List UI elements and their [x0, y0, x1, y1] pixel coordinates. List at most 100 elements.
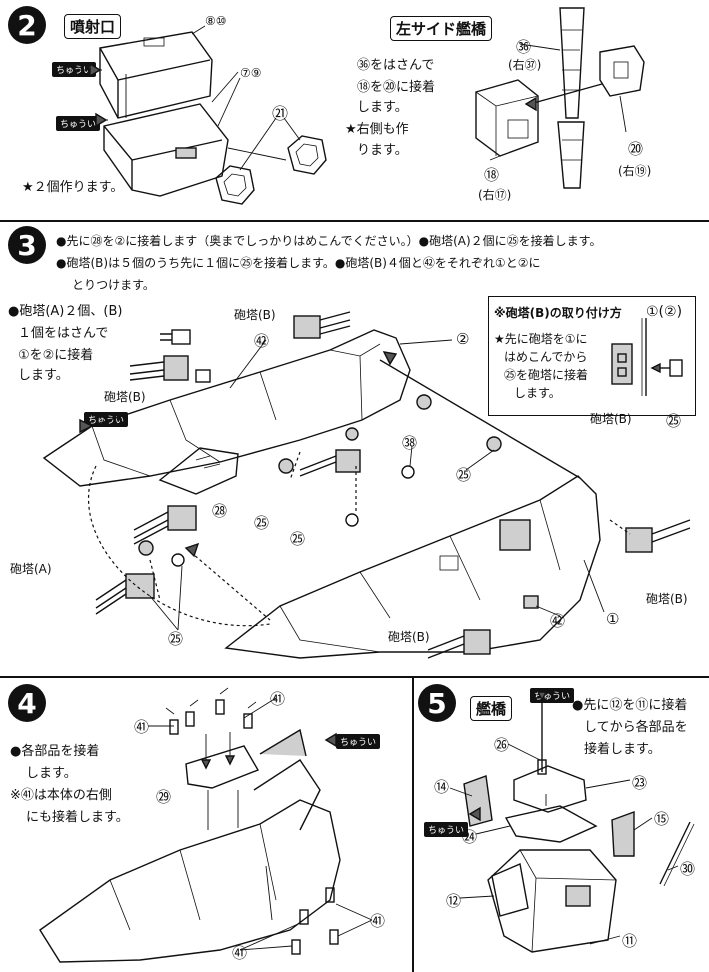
bridge-plate-24	[504, 805, 598, 843]
turret-b-stack	[160, 329, 191, 345]
divider-step4-step5	[412, 676, 414, 972]
part-label-36: ㊱	[516, 38, 532, 56]
bridge-instruction-2: ⑱を⑳に接着	[357, 80, 436, 95]
label-turret-a: 砲塔(A)	[10, 562, 52, 576]
caution-badge-step5b: ちゅうい	[424, 822, 469, 837]
main-hull-1	[224, 475, 601, 659]
hex-nozzle-2	[287, 135, 327, 175]
step4-instruction-4: にも接着します。	[26, 810, 129, 825]
left-side-bridge-title: 左サイド艦橋	[390, 16, 493, 41]
bridge-rod-30	[659, 821, 695, 887]
step3-left-note-3: ①を②に接着	[18, 348, 94, 363]
nozzle-housing-drawing	[99, 31, 213, 119]
bridge-instruction-4: ★右側も作	[345, 122, 409, 137]
label-25-bottom: ㉕	[168, 630, 184, 648]
divider-step3-step4	[0, 676, 709, 678]
part-label-right-17: (右⑰)	[478, 188, 512, 202]
inset-part-1-2: ①(②)	[646, 304, 683, 320]
step4-label-41-right: ㊶	[370, 912, 386, 930]
nozzle-note: ★２個作ります。	[22, 180, 124, 195]
step5-instruction-2: してから各部品を	[584, 720, 688, 735]
step-3-number: 3	[8, 226, 46, 264]
turret-b-right	[625, 519, 691, 553]
turret-b-mounting-inset	[488, 296, 696, 416]
nozzle-tray-drawing	[103, 103, 229, 197]
label-2: ②	[456, 330, 470, 348]
caution-badge-step2a: ちゅうい	[52, 62, 97, 77]
label-25-mid: ㉕	[254, 514, 270, 532]
step5-label-30: ㉚	[680, 860, 696, 878]
bridge-title: 艦橋	[470, 696, 513, 721]
step5-instruction-3: 接着します。	[584, 742, 661, 757]
step5-label-11: ⑪	[622, 932, 638, 950]
turret-b-bottom	[427, 629, 491, 659]
inset-text-1: ★先に砲塔を①に	[494, 332, 588, 346]
label-turret-b-bottom: 砲塔(B)	[388, 630, 430, 644]
bridge-instruction-3: します。	[357, 100, 408, 115]
part-label-right-37: (右㊲)	[508, 58, 542, 72]
bridge-bracket-20	[599, 45, 645, 97]
fin-28	[158, 447, 239, 495]
step-4-number: 4	[8, 684, 46, 722]
label-42-top: ㊷	[254, 332, 270, 350]
inset-part-25: ㉕	[666, 412, 682, 430]
step-5-number: 5	[418, 684, 456, 722]
step4-instruction-3: ※㊶は本体の右側	[10, 788, 112, 803]
step5-label-15: ⑮	[654, 810, 670, 828]
step4-instruction-2: します。	[26, 766, 77, 781]
divider-step2-step3	[0, 220, 709, 222]
bridge-fin-15	[611, 811, 635, 857]
step4-label-29: ㉙	[156, 788, 172, 806]
bridge-fin-36	[557, 7, 585, 189]
turret-b-left	[129, 355, 189, 381]
step3-left-note-2: １個をはさんで	[18, 326, 109, 341]
inset-turret-drawing	[611, 318, 683, 396]
label-38: ㊳	[402, 434, 418, 452]
part-label-right-19: (右⑲)	[618, 164, 652, 178]
caution-badge-step4: ちゅうい	[336, 734, 381, 749]
bridge-mast-26	[537, 700, 547, 775]
step3-instruction-3: とりつけます。	[72, 278, 155, 292]
step3-left-note-1: ●砲塔(A)２個、(B)	[8, 304, 123, 319]
antennas-41	[165, 687, 339, 955]
turret-b-top	[293, 311, 351, 339]
step5-label-26: ㉖	[494, 736, 510, 754]
part-label-8-10: ⑧⑩	[205, 14, 227, 28]
turret-a	[95, 573, 155, 615]
bridge-block-18	[475, 79, 539, 157]
part-label-20: ⑳	[628, 140, 644, 158]
label-1: ①	[606, 610, 620, 628]
inset-part-turret-b: 砲塔(B)	[590, 412, 632, 426]
step5-label-12: ⑫	[446, 892, 462, 910]
main-hull-2	[42, 329, 411, 487]
step5-instruction-1: ●先に⑫を⑪に接着	[572, 698, 688, 713]
part-label-18: ⑱	[484, 166, 500, 184]
label-25-right: ㉕	[456, 466, 472, 484]
step4-plate-29	[185, 745, 260, 789]
label-turret-b-right: 砲塔(B)	[646, 592, 688, 606]
step4-hull	[39, 728, 341, 963]
turret-a-upper	[133, 505, 197, 545]
nozzle-title: 噴射口	[64, 14, 122, 39]
step-2-number: 2	[8, 6, 46, 44]
step4-label-41-left: ㊶	[134, 718, 150, 736]
turret-b-center	[299, 449, 361, 477]
step3-instruction-1: ●先に㉘を②に接着します（奥までしっかりはめこんでください。）●砲塔(A)２個に…	[56, 234, 602, 248]
inset-text-2: はめこんでから	[504, 350, 588, 364]
bridge-instruction-5: ります。	[357, 143, 408, 158]
label-turret-b-left: 砲塔(B)	[104, 390, 146, 404]
bridge-roof-23	[513, 765, 587, 813]
part-label-7-9: ⑦⑨	[240, 66, 262, 80]
inset-title: ※砲塔(B)の取り付け方	[494, 306, 622, 320]
step3-left-note-4: します。	[18, 368, 69, 383]
label-turret-b-top: 砲塔(B)	[234, 308, 276, 322]
label-28: ㉘	[212, 502, 228, 520]
step5-label-14: ⑭	[434, 778, 450, 796]
bridge-side-12	[491, 863, 529, 917]
step5-label-23: ㉓	[632, 774, 648, 792]
step4-label-41-top: ㊶	[270, 690, 286, 708]
bridge-base-11	[487, 849, 617, 953]
inset-text-4: します。	[514, 386, 561, 400]
label-25-center: ㉕	[290, 530, 306, 548]
